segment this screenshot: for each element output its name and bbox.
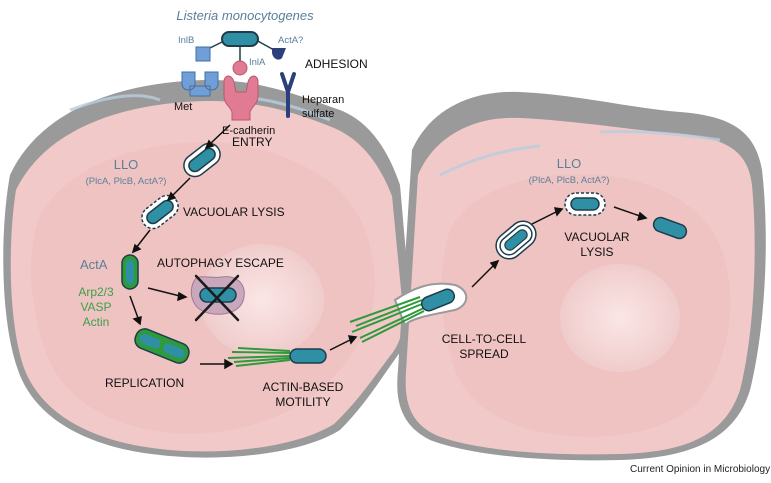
- entry-label: ENTRY: [232, 135, 273, 149]
- bacterium-vacuolar-lysis-2: [564, 192, 606, 216]
- arp23-label: Arp2/3: [78, 285, 114, 299]
- actin-tail-1: [227, 347, 291, 367]
- vacuolar-lysis-label: VACUOLAR LYSIS: [183, 205, 285, 219]
- bacterium-motility: [289, 348, 327, 364]
- heparan-label-line1: Heparan: [302, 94, 345, 106]
- acta-question-label: ActA?: [278, 35, 304, 46]
- bacterium-entry: [183, 142, 221, 178]
- met-label: Met: [174, 101, 193, 113]
- acta-label: ActA: [80, 257, 108, 272]
- receptors-group: [181, 71, 296, 121]
- bacterium-free: [652, 216, 688, 240]
- left-host-cell: [3, 79, 413, 458]
- adhesion-label: ADHESION: [305, 57, 368, 71]
- llo-sub-label-1: (PlcA, PlcB, ActA?): [85, 176, 167, 187]
- vasp-label: VASP: [80, 300, 112, 314]
- bacterium-double-membrane: [495, 220, 537, 260]
- autophagy-cross: [194, 274, 240, 322]
- arrows-group: [129, 124, 648, 370]
- right-nucleus: [560, 264, 680, 372]
- vacuolar-lysis-2-line2: LYSIS: [580, 245, 614, 259]
- cell-to-cell-label-line2: SPREAD: [459, 347, 509, 361]
- cell-to-cell-label-line1: CELL-TO-CELL: [441, 332, 527, 346]
- bacterium-vacuolar-lysis: [141, 194, 179, 230]
- left-nucleus: [200, 244, 324, 356]
- bacterium-protrusion: [420, 288, 456, 312]
- inla-ligand: [232, 60, 248, 76]
- title-label: Listeria monocytogenes: [176, 8, 314, 23]
- inlb-ligand: [195, 46, 211, 62]
- inlb-label: InlB: [178, 35, 195, 46]
- e-cadherin-receptor: [223, 75, 259, 121]
- actin-label: Actin: [82, 315, 110, 329]
- inla-label: InlA: [249, 57, 266, 68]
- right-host-cell: [397, 91, 766, 461]
- llo-label-2: LLO: [556, 156, 582, 171]
- vacuolar-lysis-2-line1: VACUOLAR: [564, 230, 630, 244]
- bacteria-group: [121, 142, 688, 367]
- actin-motility-label-line2: MOTILITY: [275, 395, 331, 409]
- met-receptor: [181, 71, 219, 97]
- bacterium-acta: [121, 254, 139, 290]
- acta-ligand: [272, 48, 286, 60]
- llo-sub-label-2: (PlcA, PlcB, ActA?): [528, 175, 610, 186]
- actin-motility-label-line1: ACTIN-BASED: [262, 380, 344, 394]
- e-cadherin-label: E-cadherin: [222, 125, 276, 137]
- autophagy-escape-label: AUTOPHAGY ESCAPE: [157, 256, 284, 270]
- heparan-label-line2: sulfate: [302, 108, 335, 120]
- actin-tail-2: [349, 296, 425, 343]
- bacterium-replication: [134, 328, 190, 364]
- surface-bacterium: [221, 31, 259, 47]
- llo-label-1: LLO: [113, 157, 139, 172]
- heparan-sulfate-receptor: [280, 72, 296, 118]
- footer-credit: Current Opinion in Microbiology: [630, 464, 771, 475]
- surface-bacterium-group: [195, 31, 286, 76]
- replication-label: REPLICATION: [105, 376, 185, 390]
- right-membrane-highlight: [439, 129, 721, 177]
